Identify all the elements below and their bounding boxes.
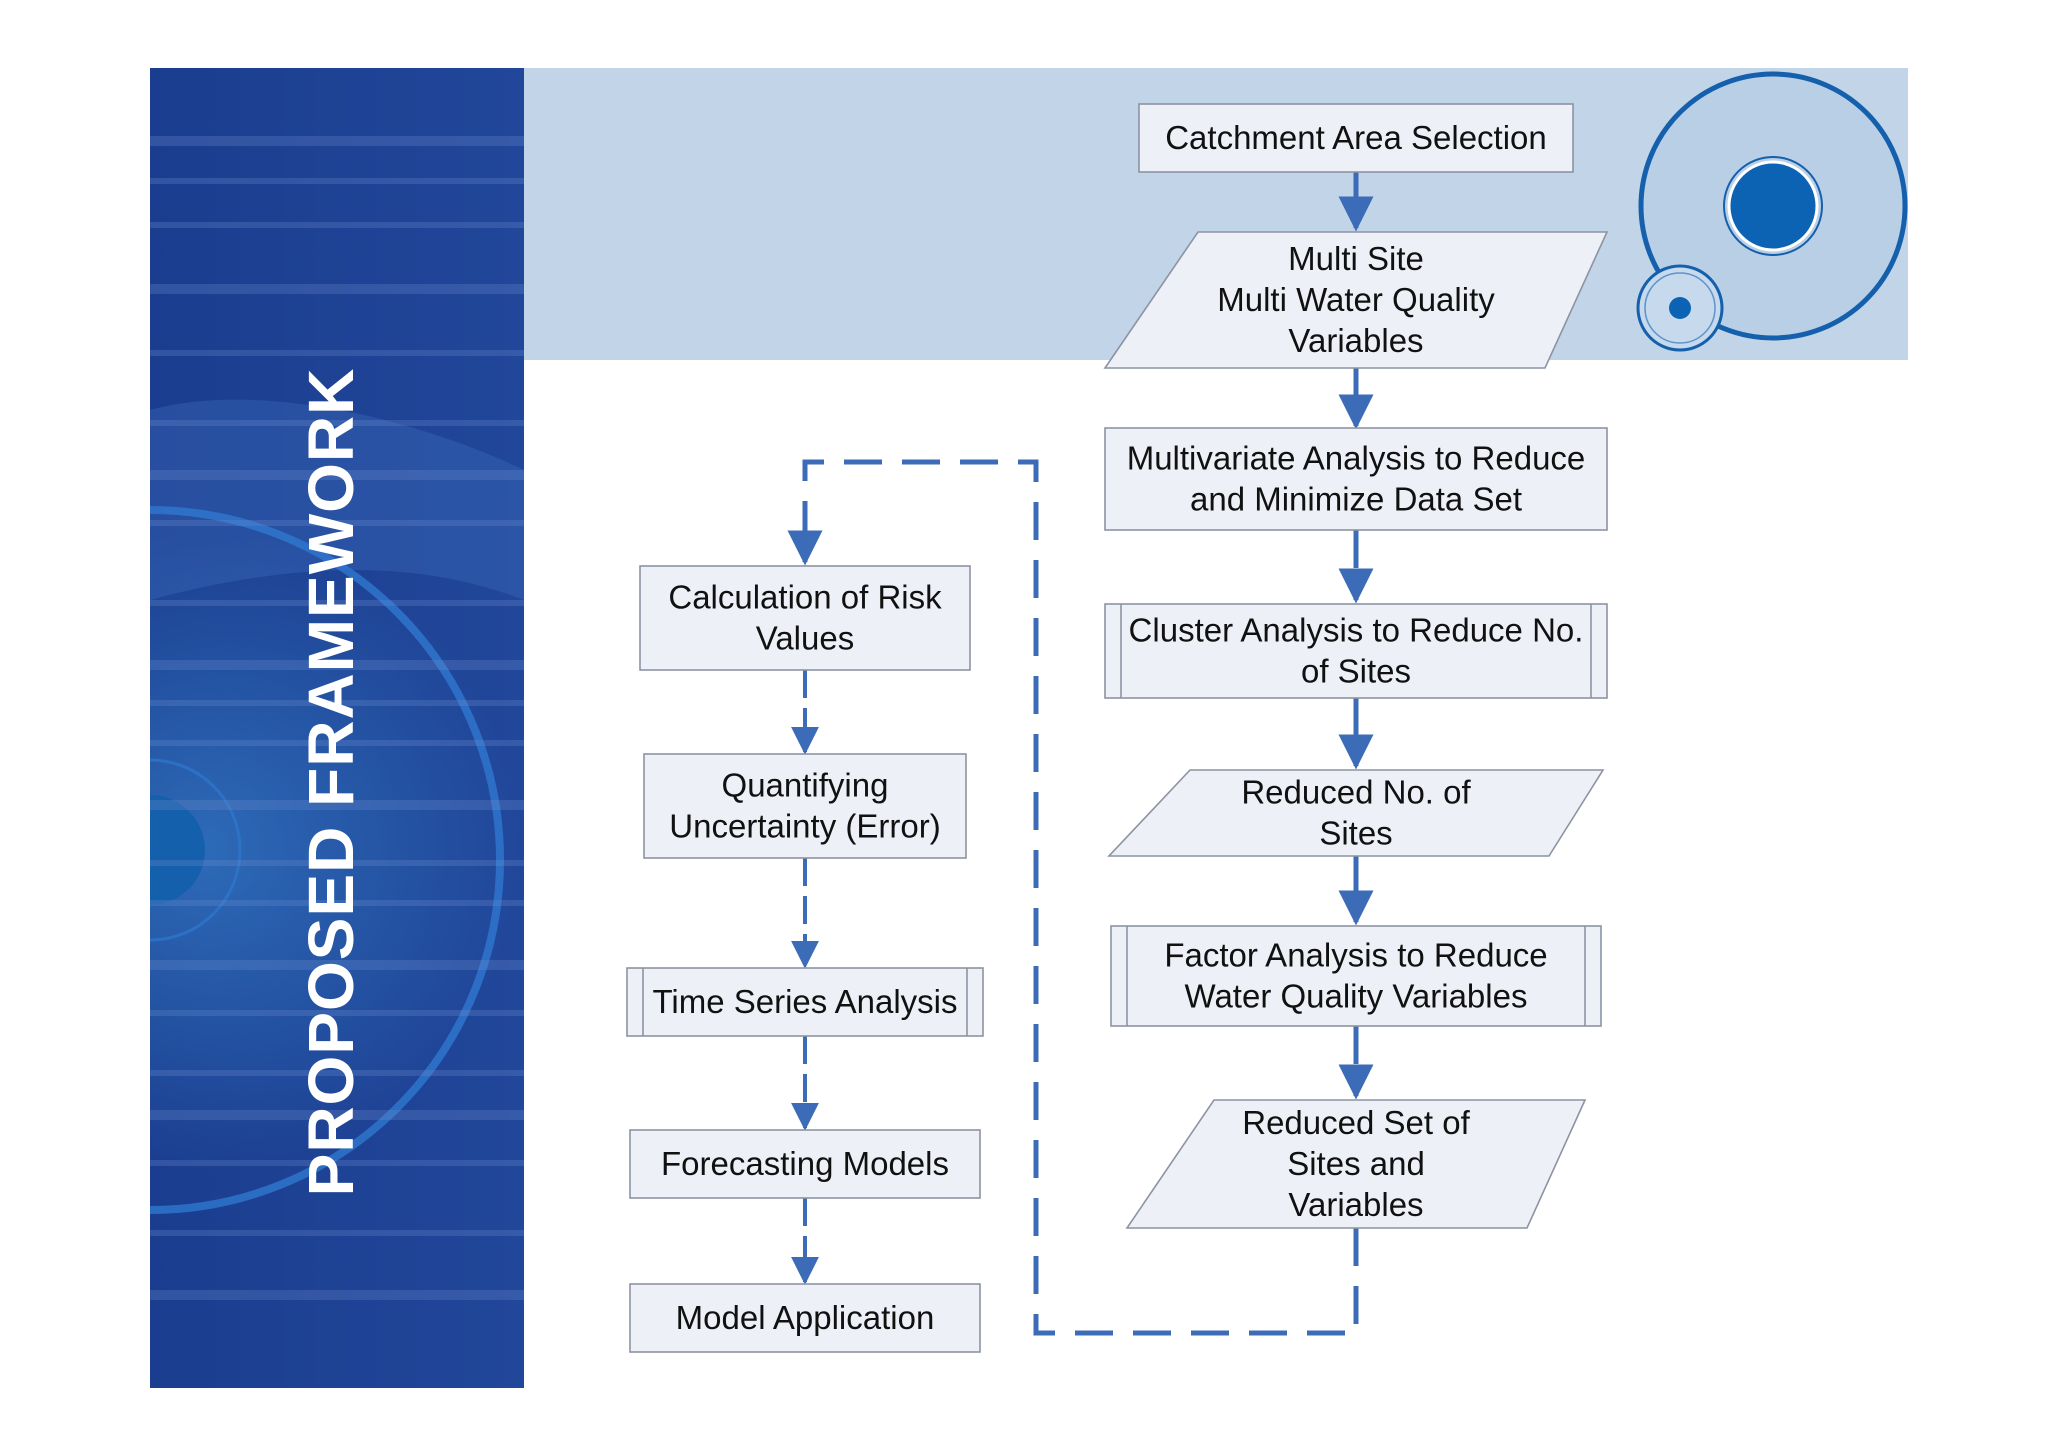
flow-node-time-series: Time Series Analysis bbox=[626, 967, 984, 1037]
flow-node-label: Sites bbox=[1319, 815, 1392, 852]
sidebar-stripe bbox=[150, 1230, 524, 1236]
sidebar-stripes bbox=[150, 136, 524, 1300]
flow-node-shape bbox=[629, 1283, 981, 1353]
flow-node-label: and Minimize Data Set bbox=[1190, 481, 1522, 518]
flow-node-label: Variables bbox=[1288, 322, 1423, 359]
flow-node-shape bbox=[1107, 769, 1605, 857]
sidebar-stripe bbox=[150, 860, 524, 866]
flow-node-shape bbox=[1138, 103, 1574, 173]
sidebar-stripe bbox=[150, 1160, 524, 1166]
sidebar-stripe bbox=[150, 1110, 524, 1120]
flow-node-label: Factor Analysis to Reduce bbox=[1164, 937, 1547, 974]
flow-node-multivariate: Multivariate Analysis to Reduce and Minim… bbox=[1104, 427, 1608, 531]
flow-node-cluster: Cluster Analysis to Reduce No. of Sites bbox=[1104, 603, 1608, 699]
flow-node-label: Sites and bbox=[1287, 1145, 1425, 1182]
flow-node-shape bbox=[1104, 427, 1608, 531]
flow-node-label: Forecasting Models bbox=[661, 1145, 949, 1182]
flow-node-shape bbox=[643, 753, 967, 859]
sidebar-stripe bbox=[150, 660, 524, 670]
sidebar-stripe bbox=[150, 700, 524, 706]
sidebar-stripe bbox=[150, 1070, 524, 1076]
sidebar-stripe bbox=[150, 420, 524, 426]
flow-node-forecasting: Forecasting Models bbox=[629, 1129, 981, 1199]
flow-node-shape bbox=[1110, 925, 1602, 1027]
flow-node-reduced-sites: Reduced No. of Sites bbox=[1107, 769, 1605, 857]
flow-node-label: Time Series Analysis bbox=[652, 983, 957, 1020]
slide-title: PROPOSED FRAMEWORK bbox=[295, 368, 367, 1197]
flow-node-label: Multi Site bbox=[1288, 240, 1424, 277]
flow-node-label: Values bbox=[756, 620, 854, 657]
flow-node-shape bbox=[639, 565, 971, 671]
sidebar-stripe bbox=[150, 740, 524, 746]
flow-node-label: Multi Water Quality bbox=[1217, 281, 1495, 318]
flow-node-shape bbox=[629, 1129, 981, 1199]
flow-node-label: Quantifying bbox=[722, 767, 889, 804]
sidebar-stripe bbox=[150, 136, 524, 146]
flow-node-label: Water Quality Variables bbox=[1185, 978, 1528, 1015]
sidebar-stripe bbox=[150, 222, 524, 228]
flow-node-shape bbox=[626, 967, 984, 1037]
flow-node-label: Calculation of Risk bbox=[668, 579, 942, 616]
flow-node-application: Model Application bbox=[629, 1283, 981, 1353]
sidebar bbox=[150, 68, 524, 1388]
flow-node-shape bbox=[1104, 603, 1608, 699]
sidebar-stripe bbox=[150, 178, 524, 184]
flow-node-label: Cluster Analysis to Reduce No. bbox=[1129, 612, 1584, 649]
flow-node-label: of Sites bbox=[1301, 653, 1411, 690]
sidebar-stripe bbox=[150, 900, 524, 906]
sidebar-stripe bbox=[150, 800, 524, 810]
flow-node-label: Reduced Set of bbox=[1242, 1104, 1470, 1141]
flow-node-label: Reduced No. of bbox=[1241, 774, 1471, 811]
flow-node-label: Multivariate Analysis to Reduce bbox=[1127, 440, 1586, 477]
loop-back-connector bbox=[787, 459, 1359, 1336]
flow-node-catchment: Catchment Area Selection bbox=[1138, 103, 1574, 173]
sidebar-stripe bbox=[150, 1290, 524, 1300]
connectors bbox=[787, 172, 1374, 1336]
flow-node-shape bbox=[1125, 1099, 1587, 1229]
decorative-circles bbox=[1636, 71, 1908, 352]
sidebar-stripe bbox=[150, 470, 524, 480]
flow-node-label: Model Application bbox=[676, 1299, 935, 1336]
sidebar-stripe bbox=[150, 960, 524, 970]
sidebar-stripe bbox=[150, 284, 524, 294]
flow-node-label: Uncertainty (Error) bbox=[669, 808, 940, 845]
flow-node-label: Variables bbox=[1288, 1186, 1423, 1223]
sidebar-stripe bbox=[150, 520, 524, 526]
flow-node-shape bbox=[1103, 231, 1609, 369]
flow-node-label: Catchment Area Selection bbox=[1165, 119, 1547, 156]
sidebar-stripe bbox=[150, 600, 524, 606]
sidebar-stripe bbox=[150, 350, 524, 356]
sidebar-stripe bbox=[150, 1010, 524, 1016]
